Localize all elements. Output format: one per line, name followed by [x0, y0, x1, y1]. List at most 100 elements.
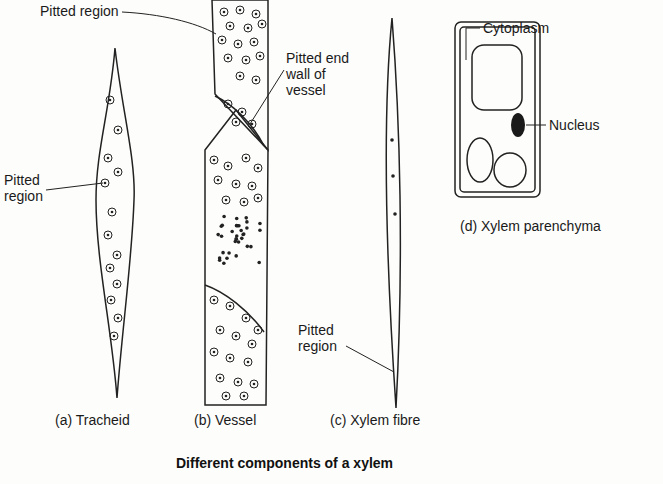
- pit-ring: [113, 280, 121, 288]
- pit-aperture: [227, 103, 230, 106]
- pit-ring: [254, 326, 262, 334]
- pit-aperture: [261, 23, 264, 26]
- fibre-outline: [386, 18, 400, 408]
- part-label: Pitted region: [40, 3, 119, 19]
- pit-ring: [114, 126, 122, 134]
- pit-ring: [236, 6, 244, 14]
- pit-ring: [224, 100, 232, 108]
- part-label: (a) Tracheid: [55, 412, 130, 428]
- pit-aperture: [237, 43, 240, 46]
- pit-dot: [239, 229, 243, 233]
- pit-aperture: [237, 381, 240, 384]
- pit-ring: [224, 54, 232, 62]
- pit-aperture: [223, 11, 226, 14]
- pit-aperture: [235, 183, 238, 186]
- pit-ring: [248, 120, 256, 128]
- pit-ring: [252, 10, 260, 18]
- pit-ring: [236, 72, 244, 80]
- part-label: Pitted region: [298, 322, 348, 354]
- pit-ring: [248, 340, 256, 348]
- parenchyma-wall: [455, 22, 540, 197]
- pit-dot: [257, 261, 261, 265]
- pit-ring: [210, 348, 218, 356]
- pit-dot: [236, 224, 240, 228]
- pit-aperture: [111, 211, 114, 214]
- pit-aperture: [213, 351, 216, 354]
- vacuole: [494, 153, 526, 187]
- pit-ring: [238, 108, 246, 116]
- pit-ring: [216, 326, 224, 334]
- pit-aperture: [257, 197, 260, 200]
- pit-aperture: [243, 201, 246, 204]
- leader-lines: [46, 12, 546, 372]
- pit-ring: [258, 20, 266, 28]
- pit-ring: [252, 76, 260, 84]
- pit-ring: [232, 118, 240, 126]
- pit-aperture: [227, 57, 230, 60]
- pit-aperture: [235, 121, 238, 124]
- pit-ring: [113, 251, 121, 259]
- pit-aperture: [239, 75, 242, 78]
- pit-ring: [114, 314, 122, 322]
- pit-dot: [235, 217, 239, 221]
- pit-ring: [107, 296, 115, 304]
- pit-dot: [216, 233, 220, 237]
- pit-ring: [248, 182, 256, 190]
- cell-outlines: [96, 0, 540, 408]
- pit-aperture: [109, 99, 112, 102]
- leader-line: [122, 12, 216, 34]
- pit-aperture: [107, 157, 110, 160]
- pit-ring: [254, 164, 262, 172]
- pit-ring: [234, 40, 242, 48]
- pit-aperture: [241, 111, 244, 114]
- pit-aperture: [245, 59, 248, 62]
- pit-ring: [110, 332, 118, 340]
- pit-aperture: [227, 165, 230, 168]
- pit-ring: [216, 374, 224, 382]
- pit-ring: [108, 208, 116, 216]
- part-label: (b) Vessel: [194, 412, 256, 428]
- pit-ring: [104, 231, 112, 239]
- pit-dot: [235, 234, 239, 238]
- part-label: (c) Xylem fibre: [330, 412, 420, 428]
- pit-aperture: [229, 357, 232, 360]
- pit-aperture: [225, 395, 228, 398]
- pit-aperture: [117, 129, 120, 132]
- pit-dot: [391, 174, 395, 178]
- pit-ring: [224, 162, 232, 170]
- pit-aperture: [251, 185, 254, 188]
- pit-aperture: [107, 234, 110, 237]
- pit-aperture: [116, 254, 119, 257]
- part-label: Pitted end wall of vessel: [286, 50, 366, 98]
- pit-marks: [101, 6, 397, 400]
- pit-dot: [242, 232, 246, 236]
- pit-aperture: [110, 299, 113, 302]
- leader-line: [250, 70, 284, 124]
- pit-aperture: [257, 329, 260, 332]
- pit-dot: [225, 256, 229, 260]
- leader-line: [346, 346, 394, 372]
- figure-caption: Different components of a xylem: [176, 455, 393, 471]
- leader-line: [46, 183, 103, 190]
- vacuole: [472, 45, 522, 110]
- pit-ring: [222, 392, 230, 400]
- pit-dot: [220, 223, 224, 227]
- pit-aperture: [251, 123, 254, 126]
- pit-dot: [249, 245, 253, 249]
- pit-ring: [234, 378, 242, 386]
- pit-aperture: [219, 377, 222, 380]
- tracheid-outline: [96, 48, 134, 398]
- pit-ring: [244, 358, 252, 366]
- pit-aperture: [104, 182, 107, 185]
- pit-aperture: [116, 283, 119, 286]
- pit-aperture: [113, 335, 116, 338]
- pit-ring: [210, 296, 218, 304]
- pit-dot: [234, 254, 238, 258]
- pit-ring: [232, 180, 240, 188]
- pit-aperture: [225, 199, 228, 202]
- pit-ring: [254, 194, 262, 202]
- pit-aperture: [239, 9, 242, 12]
- nucleus-shape: [511, 113, 525, 137]
